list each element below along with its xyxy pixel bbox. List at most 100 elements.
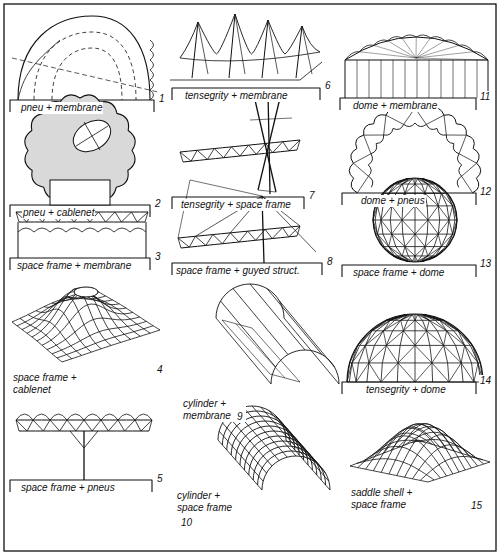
line-art	[284, 318, 339, 384]
line-art	[50, 414, 67, 420]
line-art	[458, 331, 464, 346]
line-art	[444, 345, 462, 363]
line-art	[233, 289, 288, 355]
line-art	[19, 222, 145, 223]
line-art	[27, 292, 112, 334]
callout-number: 10	[180, 517, 193, 529]
line-art	[221, 301, 276, 367]
caption: pneu + membrane	[20, 102, 103, 114]
line-art	[84, 122, 100, 150]
callout-number: 3	[154, 251, 162, 263]
line-art	[83, 431, 84, 480]
line-art	[384, 424, 459, 472]
line-art	[418, 179, 428, 184]
line-art	[389, 247, 403, 256]
line-art	[222, 320, 300, 382]
line-art	[178, 226, 300, 238]
line-art	[448, 234, 453, 246]
callout-number: 11	[479, 91, 491, 103]
line-art	[392, 234, 405, 246]
line-art	[447, 331, 465, 346]
line-art	[401, 320, 404, 330]
line-art	[381, 424, 447, 473]
line-art	[415, 363, 432, 382]
line-art	[449, 206, 453, 220]
line-art	[373, 178, 457, 262]
line-art	[302, 26, 312, 74]
line-art	[423, 179, 435, 184]
line-art	[180, 140, 300, 161]
caption: dome + membrane	[352, 100, 438, 112]
line-art	[428, 220, 438, 234]
line-art	[345, 37, 488, 60]
line-art	[347, 363, 352, 382]
callout-number: 7	[308, 190, 316, 202]
line-art	[415, 179, 416, 261]
line-art	[271, 350, 339, 384]
line-art	[377, 220, 381, 234]
line-art	[415, 179, 418, 184]
line-art	[223, 423, 267, 473]
line-art	[388, 41, 416, 58]
line-art	[458, 331, 472, 346]
line-art	[229, 14, 235, 78]
line-art	[381, 206, 392, 220]
line-art	[474, 363, 478, 382]
line-art	[425, 234, 438, 246]
frame	[4, 4, 496, 551]
line-art	[373, 220, 377, 234]
line-art	[345, 60, 488, 98]
line-art	[180, 52, 320, 61]
callout-number: 5	[156, 473, 164, 485]
line-art	[12, 322, 62, 362]
line-art	[441, 60, 442, 98]
line-art	[16, 414, 33, 420]
callout-number: 1	[158, 93, 166, 105]
line-art	[402, 38, 416, 58]
line-art	[429, 60, 430, 98]
line-art	[84, 414, 101, 420]
line-art	[416, 45, 459, 58]
line-art	[262, 20, 268, 78]
line-art	[428, 184, 442, 193]
line-art	[18, 40, 60, 100]
line-art	[16, 212, 19, 222]
line-art	[415, 315, 416, 382]
line-art	[453, 206, 457, 220]
line-art	[402, 206, 415, 220]
line-art	[393, 60, 394, 98]
line-art	[365, 331, 383, 346]
line-art	[461, 345, 464, 363]
line-art	[198, 14, 235, 54]
line-art	[465, 345, 478, 363]
line-art	[281, 423, 325, 473]
line-art	[416, 37, 417, 58]
line-art	[402, 247, 405, 256]
line-art	[461, 363, 474, 382]
line-art	[243, 407, 287, 457]
line-art	[423, 256, 435, 261]
line-art	[425, 315, 444, 321]
callout-number: 8	[326, 256, 334, 268]
line-art	[398, 345, 415, 363]
line-art	[427, 320, 430, 330]
callout-number: 13	[479, 258, 492, 270]
line-art	[352, 363, 356, 382]
line-art	[394, 179, 408, 184]
line-art	[415, 315, 418, 321]
line-art	[402, 220, 415, 234]
line-art	[477, 60, 478, 98]
caption: space frame + cablenet	[12, 372, 94, 396]
line-art	[405, 184, 415, 193]
line-art	[42, 304, 133, 345]
line-art	[382, 247, 394, 256]
line-art	[37, 292, 126, 341]
line-art	[389, 234, 392, 246]
line-art	[357, 192, 358, 193]
line-art	[268, 20, 278, 74]
line-art	[269, 411, 313, 461]
line-art	[286, 440, 330, 490]
line-art	[356, 315, 406, 382]
line-art	[402, 179, 412, 184]
